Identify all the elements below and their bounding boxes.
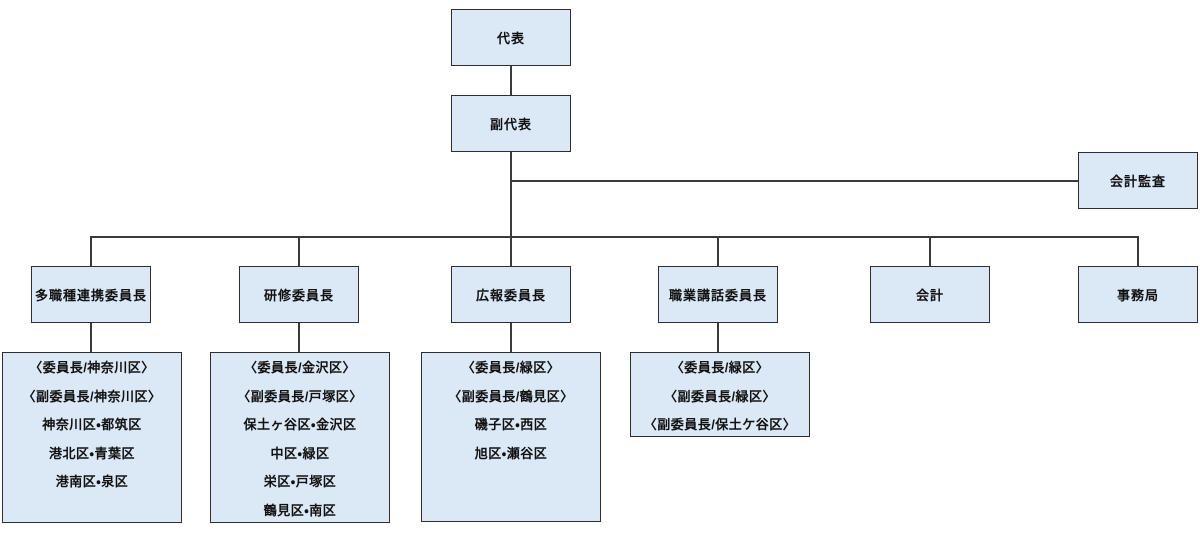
node-label: 広報委員長 — [475, 288, 546, 303]
connector-drop-accounting — [929, 237, 931, 266]
node-label: 研修委員長 — [263, 288, 334, 303]
connector-stub-multidisciplinary-detail — [90, 323, 92, 352]
detail-line: 神奈川区・都筑区 — [42, 417, 142, 432]
detail-line: 港南区・泉区 — [55, 474, 129, 489]
node-vice-representative: 副代表 — [451, 95, 571, 152]
node-label: 多職種連携委員長 — [34, 288, 147, 303]
connector-drop-secretariat — [1137, 237, 1139, 266]
node-pr-chair: 広報委員長 — [451, 266, 571, 323]
connector-drop-multidisciplinary — [90, 237, 92, 266]
node-lecture-chair: 職業講話委員長 — [658, 266, 778, 323]
node-label: 職業講話委員長 — [668, 288, 767, 303]
node-label: 会計 — [915, 288, 944, 303]
detail-line: 〈委員長/緑区〉 — [461, 360, 561, 375]
connector-audit-branch — [510, 180, 1078, 182]
connector-stub-training-detail — [298, 323, 300, 352]
connector-stub-lecture-detail — [717, 323, 719, 352]
detail-line: 鶴見区・南区 — [263, 502, 337, 518]
connector-vice-trunk — [510, 151, 512, 237]
detail-line: 〈副委員長/鶴見区〉 — [448, 388, 574, 404]
detail-line: 旭区・瀬谷区 — [474, 445, 548, 461]
node-multidisciplinary-chair: 多職種連携委員長 — [31, 266, 151, 323]
detail-line: 中区・緑区 — [270, 445, 330, 461]
detail-box-multidisciplinary: 〈委員長/神奈川区〉 〈副委員長/神奈川区〉 神奈川区・都筑区 港北区・青葉区 … — [2, 352, 182, 523]
node-audit: 会計監査 — [1078, 152, 1198, 209]
node-label: 代表 — [496, 31, 525, 46]
node-label: 会計監査 — [1109, 174, 1166, 189]
detail-box-pr: 〈委員長/緑区〉 〈副委員長/鶴見区〉 磯子区・西区 旭区・瀬谷区 — [421, 352, 601, 522]
connector-distribution-line — [90, 236, 1139, 238]
connector-stub-pr-detail — [510, 323, 512, 352]
detail-line: 保土ヶ谷区・金沢区 — [243, 417, 357, 432]
detail-line: 栄区・戸塚区 — [263, 474, 337, 489]
detail-line: 港北区・青葉区 — [49, 445, 135, 461]
detail-line: 〈副委員長/緑区〉 — [663, 388, 777, 404]
detail-line: 〈副委員長/保土ケ谷区〉 — [643, 417, 797, 432]
connector-drop-lecture — [717, 237, 719, 266]
detail-line: 〈委員長/神奈川区〉 — [29, 360, 155, 375]
node-representative: 代表 — [451, 9, 571, 66]
connector-representative-to-vice — [510, 66, 512, 95]
node-label: 事務局 — [1116, 288, 1159, 303]
connector-drop-training — [298, 237, 300, 266]
connector-drop-pr — [510, 237, 512, 266]
detail-box-training: 〈委員長/金沢区〉 〈副委員長/戸塚区〉 保土ヶ谷区・金沢区 中区・緑区 栄区・… — [210, 352, 390, 523]
detail-line: 〈委員長/緑区〉 — [670, 360, 770, 375]
detail-box-lecture: 〈委員長/緑区〉 〈副委員長/緑区〉 〈副委員長/保土ケ谷区〉 — [630, 352, 810, 437]
detail-line: 〈副委員長/戸塚区〉 — [237, 388, 363, 404]
node-secretariat: 事務局 — [1078, 266, 1198, 323]
node-training-chair: 研修委員長 — [239, 266, 359, 323]
detail-line: 〈副委員長/神奈川区〉 — [22, 388, 162, 404]
detail-line: 〈委員長/金沢区〉 — [243, 360, 357, 375]
node-label: 副代表 — [489, 117, 532, 132]
detail-line: 磯子区・西区 — [474, 417, 548, 432]
node-accounting: 会計 — [870, 266, 990, 323]
